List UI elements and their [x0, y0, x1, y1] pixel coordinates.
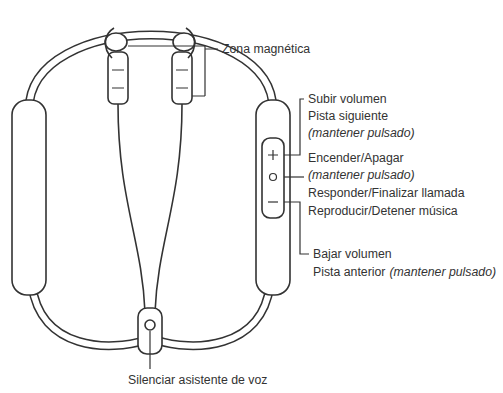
- button-label: (mantener pulsado): [389, 264, 496, 280]
- button-label: (mantener pulsado): [308, 125, 415, 141]
- button-label: Subir volumen: [308, 91, 387, 107]
- button-label: (mantener pulsado): [308, 167, 415, 183]
- button-label: Encender/Apagar: [308, 150, 404, 166]
- button-label: Responder/Finalizar llamada: [308, 185, 465, 201]
- button-label: Reproducir/Detener música: [308, 203, 458, 219]
- button-label: Bajar volumen: [313, 246, 392, 262]
- button-label: Zona magnética: [222, 41, 310, 57]
- button-label: Pista anterior: [313, 264, 385, 280]
- button-label: Pista siguiente: [308, 108, 388, 124]
- button-label: Silenciar asistente de voz: [128, 372, 267, 388]
